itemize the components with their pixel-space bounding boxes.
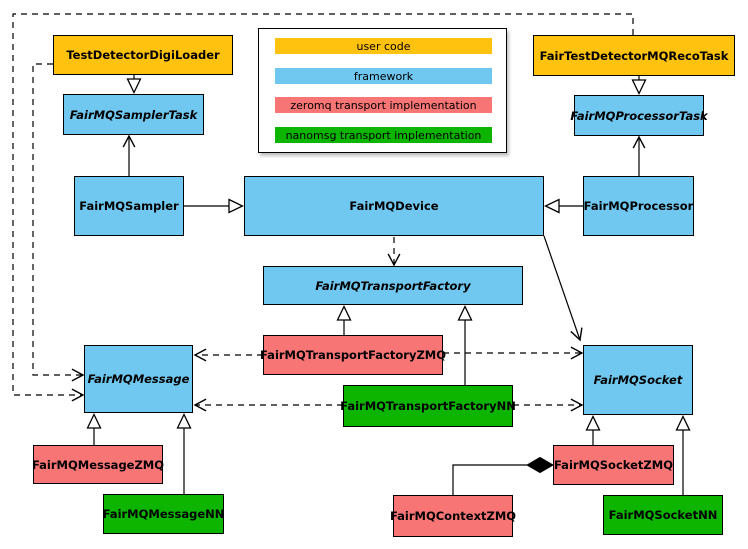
legend-item-nanomsg: nanomsg transport implementation — [275, 127, 492, 143]
node-fairmq-transport-factory-nn: FairMQTransportFactoryNN — [340, 385, 516, 427]
node-fairmq-message-nn: FairMQMessageNN — [103, 494, 224, 534]
node-fairmq-socket-nn: FairMQSocketNN — [603, 495, 723, 535]
node-fairmq-message-zmq: FairMQMessageZMQ — [32, 445, 164, 484]
node-fairmq-processor: FairMQProcessor — [583, 176, 694, 236]
legend-item-zeromq: zeromq transport implementation — [275, 97, 492, 113]
composition-diamond — [525, 456, 555, 474]
node-fairmq-message: FairMQMessage — [84, 345, 193, 413]
edge-composition-contextzmq-socketzmq — [452, 464, 527, 495]
node-fair-test-detector-mq-reco-task: FairTestDetectorMQRecoTask — [533, 35, 735, 76]
node-fairmq-transport-factory-zmq: FairMQTransportFactoryZMQ — [260, 335, 446, 375]
node-fairmq-socket: FairMQSocket — [583, 345, 693, 415]
legend-box: user code framework zeromq transport imp… — [258, 28, 507, 153]
node-fairmq-transport-factory: FairMQTransportFactory — [263, 266, 523, 305]
node-fairmq-socket-zmq: FairMQSocketZMQ — [553, 445, 674, 485]
node-fairmq-processor-task: FairMQProcessorTask — [570, 95, 708, 136]
edge-dep-digiloader-message — [32, 63, 85, 382]
node-fairmq-sampler: FairMQSampler — [74, 176, 184, 236]
node-fairmq-sampler-task: FairMQSamplerTask — [63, 94, 204, 135]
legend-item-user-code: user code — [275, 38, 492, 54]
edge-uses-device-socket — [543, 235, 583, 342]
node-fairmq-context-zmq: FairMQContextZMQ — [390, 495, 516, 537]
edge-dep-recotask-message — [12, 13, 634, 402]
node-fairmq-device: FairMQDevice — [244, 176, 544, 236]
legend-item-framework: framework — [275, 68, 492, 84]
node-test-detector-digi-loader: TestDetectorDigiLoader — [53, 35, 233, 75]
